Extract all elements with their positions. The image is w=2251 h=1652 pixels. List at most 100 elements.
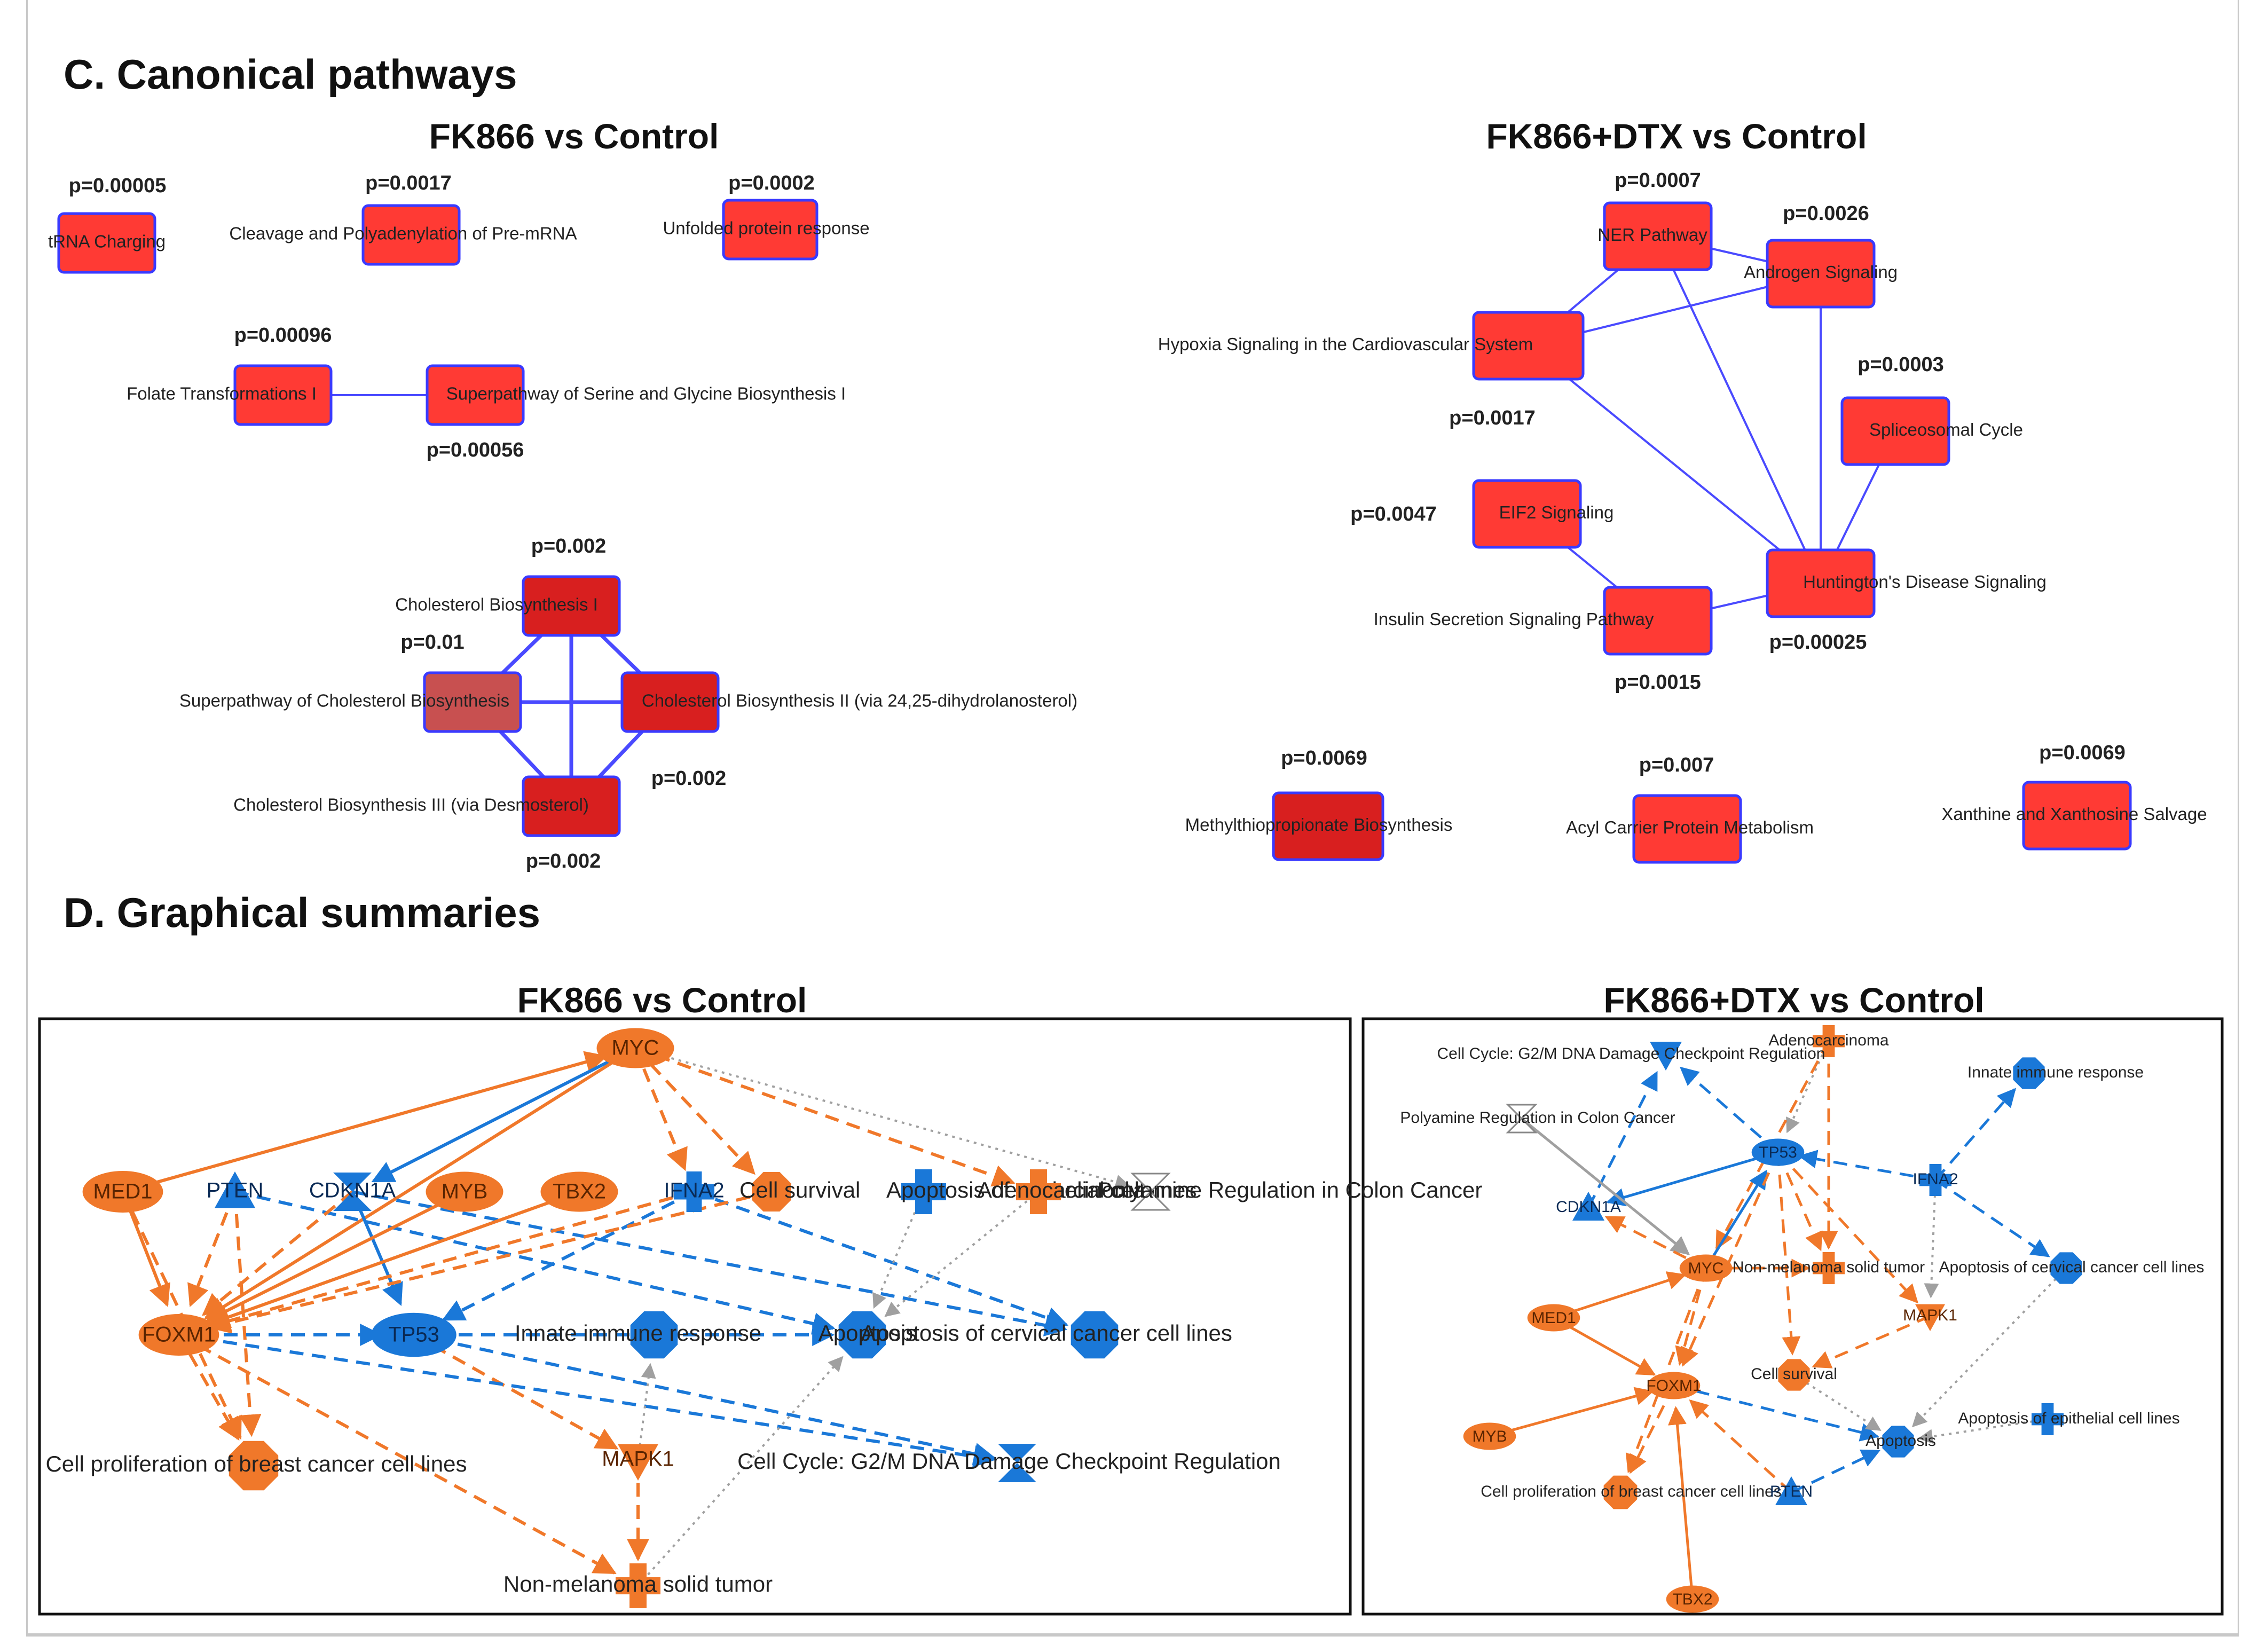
cl-node-cholesterol-biosynthesis-iii-via-desmosterol[interactable]: Cholesterol Biosynthesis III (via Desmos…	[233, 775, 621, 872]
gr-node-myb[interactable]: MYB	[1463, 1422, 1516, 1450]
gl-relation-edge	[208, 1190, 772, 1334]
gr-node-pten[interactable]: PTEN	[1770, 1476, 1813, 1505]
pathway-label: Cholesterol Biosynthesis I	[395, 595, 598, 615]
gr-relation-edge	[1924, 1179, 1939, 1299]
gr-relation-edge	[1625, 1268, 1707, 1474]
cl-node-folate-transformations-i[interactable]: Folate Transformations Ip=0.00096	[127, 324, 333, 426]
section-d-title: D. Graphical summaries	[64, 889, 541, 936]
pathway-label: Acyl Carrier Protein Metabolism	[1566, 817, 1814, 837]
triangle-up-shape	[1775, 1476, 1807, 1505]
gl-node-myb[interactable]: MYB	[426, 1171, 503, 1212]
node-label: Adenocarcinoma	[977, 1177, 1146, 1202]
gl-node-apoptosis-of-cervical-cancer-cell-lines[interactable]: Apoptosis of cervical cancer cell lines	[861, 1311, 1232, 1359]
gr-node-med1[interactable]: MED1	[1527, 1304, 1580, 1332]
node-label: FOXM1	[142, 1323, 216, 1347]
gl-node-cell-proliferation-of-breast-cancer-cell-lines[interactable]: Cell proliferation of breast cancer cell…	[45, 1441, 467, 1491]
gl-node-innate-immune-response[interactable]: Innate immune response	[515, 1311, 761, 1359]
node-label: Apoptosis	[818, 1320, 917, 1346]
gr-node-polyamine-regulation-in-colon-cancer[interactable]: Polyamine Regulation in Colon Cancer	[1400, 1104, 1675, 1134]
gl-relation-edge	[234, 1190, 836, 1335]
gr-node-myc[interactable]: MYC	[1679, 1254, 1733, 1282]
p-value-label: p=0.002	[531, 535, 607, 557]
gr-node-cdkn1a[interactable]: CDKN1A	[1556, 1192, 1621, 1221]
cr-node-hypoxia-signaling-in-the-cardiovascular-system[interactable]: Hypoxia Signaling in the Cardiovascular …	[1158, 311, 1585, 429]
triangle-down-shape	[1915, 1304, 1945, 1331]
node-label: TP53	[388, 1323, 439, 1347]
gl-node-pten[interactable]: PTEN	[207, 1171, 264, 1208]
gl-node-polyamine-regulation-in-colon-cancer[interactable]: Polyamine Regulation in Colon Cancer	[1097, 1173, 1482, 1211]
gl-node-tbx2[interactable]: TBX2	[540, 1171, 618, 1212]
pathway-label: EIF2 Signaling	[1499, 502, 1614, 522]
pathway-label: Cleavage and Polyadenylation of Pre-mRNA	[229, 224, 577, 243]
octagon-shape	[1071, 1311, 1119, 1359]
p-value-label: p=0.0002	[728, 172, 815, 194]
gr-relation-edge	[1704, 1169, 1767, 1269]
gl-node-tp53[interactable]: TP53	[371, 1312, 457, 1357]
node-label: MED1	[1531, 1309, 1576, 1327]
pathway-box	[57, 212, 156, 274]
p-value-label: p=0.0015	[1615, 671, 1701, 694]
gr-node-innate-immune-response[interactable]: Innate immune response	[1967, 1057, 2144, 1089]
gr-node-cell-survival[interactable]: Cell survival	[1751, 1359, 1837, 1391]
p-value-label: p=0.0017	[365, 172, 452, 194]
cl-node-cleavage-and-polyadenylation-of-pre-mrna[interactable]: Cleavage and Polyadenylation of Pre-mRNA…	[229, 172, 577, 266]
gr-node-apoptosis-of-cervical-cancer-cell-lines[interactable]: Apoptosis of cervical cancer cell lines	[1939, 1252, 2205, 1284]
gr-node-non-melanoma-solid-tumor[interactable]: Non-melanoma solid tumor	[1733, 1252, 1925, 1285]
gl-node-foxm1[interactable]: FOXM1	[138, 1314, 219, 1356]
cr-node-methylthiopropionate-biosynthesis[interactable]: Methylthiopropionate Biosynthesisp=0.006…	[1185, 747, 1453, 861]
gl-node-adenocarcinoma[interactable]: Adenocarcinoma	[977, 1169, 1146, 1214]
gl-node-med1[interactable]: MED1	[82, 1171, 163, 1213]
cross-shape	[1919, 1164, 1952, 1197]
node-label: Apoptosis of cervical cancer cell lines	[1939, 1258, 2205, 1276]
pathway-label: tRNA Charging	[48, 232, 166, 251]
gl-node-myc[interactable]: MYC	[596, 1028, 674, 1068]
node-label: Apoptosis of epithelial cell lines	[1958, 1410, 2179, 1427]
section-c-title: C. Canonical pathways	[64, 51, 517, 98]
gl-relation-edge	[204, 1047, 636, 1319]
gr-relation-edge	[1604, 1216, 1707, 1270]
pathway-label: NER Pathway	[1597, 225, 1707, 245]
figure-frame	[26, 0, 2239, 1637]
gr-node-adenocarcinoma[interactable]: Adenocarcinoma	[1768, 1025, 1889, 1057]
cl-node-superpathway-of-serine-and-glycine-biosynthesis-i[interactable]: Superpathway of Serine and Glycine Biosy…	[426, 364, 846, 461]
gl-relation-edge	[634, 1047, 1016, 1187]
gr-node-apoptosis[interactable]: Apoptosis	[1866, 1426, 1936, 1458]
gr-node-ifna2[interactable]: IFNA2	[1912, 1164, 1958, 1197]
gl-relation-edge	[442, 1190, 695, 1321]
node-label: Innate immune response	[1967, 1064, 2144, 1081]
gl-node-cell-cycle-g2-m-dna-damage-checkpoint-regulation[interactable]: Cell Cycle: G2/M DNA Damage Checkpoint R…	[737, 1444, 1281, 1482]
gr-node-tp53[interactable]: TP53	[1751, 1138, 1805, 1166]
pathway-label: Xanthine and Xanthosine Salvage	[1941, 804, 2207, 824]
gr-node-cell-cycle-g2-m-dna-damage-checkpoint-regulation[interactable]: Cell Cycle: G2/M DNA Damage Checkpoint R…	[1437, 1042, 1825, 1071]
cl-node-superpathway-of-cholesterol-biosynthesis[interactable]: Superpathway of Cholesterol Biosynthesis…	[179, 631, 522, 733]
gl-node-cell-survival[interactable]: Cell survival	[739, 1172, 860, 1212]
ellipse-shape	[540, 1171, 618, 1212]
gl-node-ifna2[interactable]: IFNA2	[664, 1171, 725, 1212]
gr-node-apoptosis-of-epithelial-cell-lines[interactable]: Apoptosis of epithelial cell lines	[1958, 1403, 2180, 1436]
gr-node-foxm1[interactable]: FOXM1	[1646, 1372, 1702, 1399]
gl-node-mapk1[interactable]: MAPK1	[602, 1444, 674, 1481]
node-label: Non-melanoma solid tumor	[1733, 1258, 1925, 1276]
gl-node-non-melanoma-solid-tumor[interactable]: Non-melanoma solid tumor	[503, 1563, 773, 1608]
pathway-box	[1632, 794, 1742, 864]
cl-node-cholesterol-biosynthesis-ii-via-24-25-dihydrolanosterol[interactable]: Cholesterol Biosynthesis II (via 24,25-d…	[620, 671, 1077, 790]
gr-node-cell-proliferation-of-breast-cancer-cell-lines[interactable]: Cell proliferation of breast cancer cell…	[1481, 1475, 1782, 1509]
gr-node-mapk1[interactable]: MAPK1	[1903, 1304, 1957, 1331]
gr-node-tbx2[interactable]: TBX2	[1666, 1585, 1719, 1613]
cl-node-cholesterol-biosynthesis-i[interactable]: Cholesterol Biosynthesis I p=0.002	[395, 535, 621, 637]
gl-node-cdkn1a[interactable]: CDKN1A	[309, 1173, 396, 1211]
gl-node-apoptosis[interactable]: Apoptosis	[818, 1311, 917, 1359]
p-value-label: p=0.00096	[234, 324, 332, 347]
pathway-label: Huntington's Disease Signaling	[1803, 572, 2047, 592]
hourglass-shape	[1506, 1104, 1538, 1134]
cr-node-insulin-secretion-signaling-pathway[interactable]: Insulin Secretion Signaling Pathwayp=0.0…	[1374, 586, 1713, 694]
